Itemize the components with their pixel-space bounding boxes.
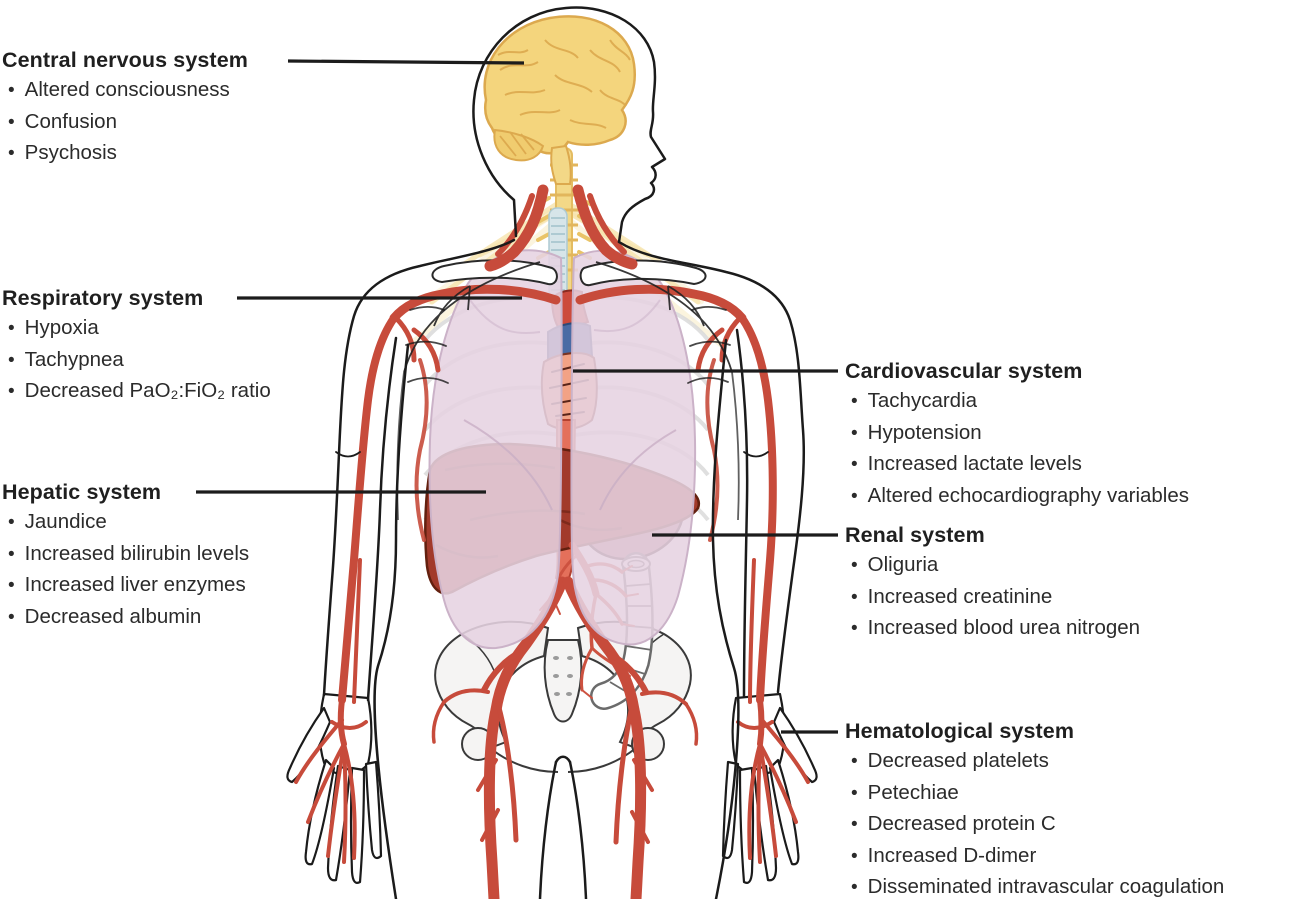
symptom-item: Altered consciousness [8, 75, 248, 107]
system-title: Hepatic system [2, 480, 162, 504]
symptom-item: Tachypnea [8, 345, 271, 377]
symptom-item: Decreased platelets [851, 746, 1224, 778]
symptom-item: Hypoxia [8, 313, 271, 345]
brain-gyri [497, 39, 631, 129]
leader-cns [287, 59, 525, 65]
system-title: Respiratory system [2, 286, 204, 310]
body-outline [322, 6, 806, 899]
symptom-item: Jaundice [8, 507, 249, 539]
lungs-illustration [428, 249, 697, 650]
callout-respiratory-system: Respiratory system HypoxiaTachypneaDecre… [2, 284, 271, 408]
symptom-item: Confusion [8, 107, 248, 139]
callout-renal-system: Renal system OliguriaIncreased creatinin… [845, 521, 1140, 645]
callout-cardiovascular-system: Cardiovascular system TachycardiaHypoten… [845, 357, 1189, 512]
symptom-item: Disseminated intravascular coagulation [851, 872, 1225, 899]
symptom-item: Increased bilirubin levels [8, 539, 249, 571]
symptom-list: OliguriaIncreased creatinineIncreased bl… [845, 550, 1140, 645]
symptom-item: Increased lactate levels [851, 449, 1189, 481]
symptom-item: Petechiae [851, 778, 1224, 810]
neck-arteries [484, 184, 638, 272]
symptom-list: Altered consciousnessConfusionPsychosis [2, 75, 248, 170]
symptom-item: Hypotension [851, 418, 1189, 450]
symptom-list: Decreased plateletsPetechiaeDecreased pr… [845, 746, 1225, 899]
symptom-list: JaundiceIncreased bilirubin levelsIncrea… [2, 507, 249, 633]
symptom-list: TachycardiaHypotensionIncreased lactate … [845, 386, 1189, 512]
symptom-item: Increased liver enzymes [8, 570, 249, 602]
brain-illustration [483, 15, 636, 185]
symptom-item: Tachycardia [851, 386, 1189, 418]
symptom-item: Decreased albumin [8, 602, 249, 634]
system-title: Renal system [845, 523, 985, 547]
symptom-item: Altered echocardiography variables [851, 481, 1189, 513]
symptom-item: Increased creatinine [851, 582, 1140, 614]
system-title: Cardiovascular system [845, 359, 1083, 383]
callout-hematological-system: Hematological system Decreased platelets… [845, 717, 1224, 899]
symptom-item: Psychosis [8, 138, 248, 170]
callout-central-nervous-system: Central nervous system Altered conscious… [2, 46, 248, 170]
symptom-item: Increased D-dimer [851, 841, 1224, 873]
symptom-item: Decreased PaO₂:FiO₂ ratio [8, 376, 271, 408]
callout-hepatic-system: Hepatic system JaundiceIncreased bilirub… [2, 478, 249, 633]
leader-lines [196, 59, 838, 734]
symptom-item: Decreased protein C [851, 809, 1224, 841]
symptom-list: HypoxiaTachypneaDecreased PaO₂:FiO₂ rati… [2, 313, 271, 408]
system-title: Central nervous system [2, 48, 248, 72]
system-title: Hematological system [845, 719, 1075, 743]
symptom-item: Oliguria [851, 550, 1140, 582]
symptom-item: Increased blood urea nitrogen [851, 613, 1140, 645]
